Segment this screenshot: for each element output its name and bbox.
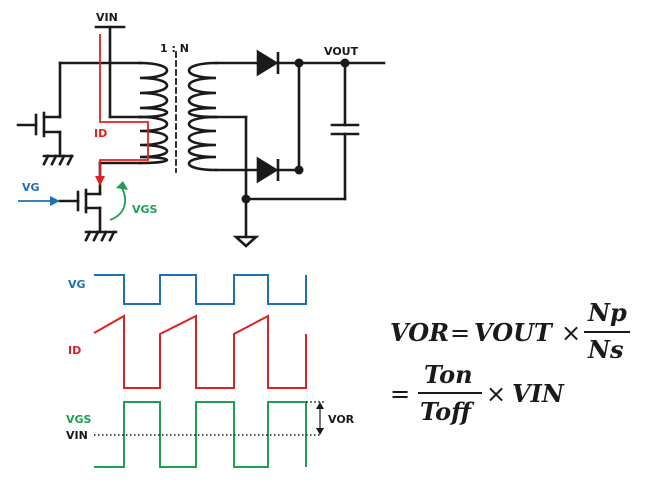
ratio-label: 1 : N [160, 42, 189, 55]
eq-den1: Ns [587, 335, 624, 364]
vgs-wave-label: VGS [66, 413, 92, 426]
secondary-winding-upper [187, 61, 218, 119]
vin-label: VIN [96, 11, 118, 24]
junction-dots [241, 58, 350, 204]
id-arrow-head [95, 176, 105, 186]
primary-winding-upper [138, 61, 169, 119]
eq-lhs: VOR [390, 318, 449, 347]
eq-times-1: × [561, 319, 581, 347]
vg-arrow [18, 196, 60, 206]
vor-dim-arrow-down [316, 428, 324, 435]
vg-wave-label: VG [68, 278, 86, 291]
junction-dot [294, 165, 304, 175]
id-path [99, 34, 149, 182]
diode-lower [256, 156, 279, 184]
vout-label: VOUT [324, 45, 359, 58]
vor-wave-label: VOR [328, 413, 355, 426]
eq-num2: Ton [424, 360, 473, 389]
eq-vout: VOUT [474, 318, 554, 347]
equation: VOR = VOUT × Np Ns = Ton Toff × VIN [390, 298, 630, 426]
vor-dimension [306, 401, 324, 435]
vin-wave-label: VIN [66, 429, 88, 442]
vg-circuit-label: VG [22, 181, 40, 194]
waveforms [93, 274, 307, 468]
primary-winding-lower [138, 115, 169, 165]
eq-vin: VIN [512, 379, 565, 408]
vgs-waveform [94, 401, 307, 468]
vor-dim-arrow-up [316, 402, 324, 409]
upper-ground-hatch [42, 154, 74, 166]
vgs-circuit-label: VGS [132, 203, 158, 216]
eq-equals-2: = [390, 380, 410, 408]
circuit [16, 25, 386, 248]
vg-arrow-head [50, 196, 60, 206]
id-wave-label: ID [68, 344, 81, 357]
eq-num1: Np [587, 298, 627, 327]
diodes [256, 49, 280, 184]
vgs-arrow-head [116, 181, 128, 190]
diode-upper [256, 49, 279, 77]
vgs-arrow-curve [109, 187, 126, 221]
eq-times-2: × [486, 380, 506, 408]
junction-dot [340, 58, 350, 68]
eq-den2: Toff [420, 397, 475, 426]
junction-dot [241, 194, 251, 204]
vgs-arrow [109, 181, 128, 221]
id-circuit-label: ID [94, 127, 107, 140]
eq-equals-1: = [450, 319, 470, 347]
id-current-path [95, 34, 149, 186]
lower-ground-hatch [84, 230, 116, 242]
junction-dot [294, 58, 304, 68]
id-waveform [93, 314, 307, 389]
secondary-winding-lower [187, 115, 218, 172]
output-ground-symbol [232, 235, 260, 248]
vg-waveform [94, 274, 307, 305]
